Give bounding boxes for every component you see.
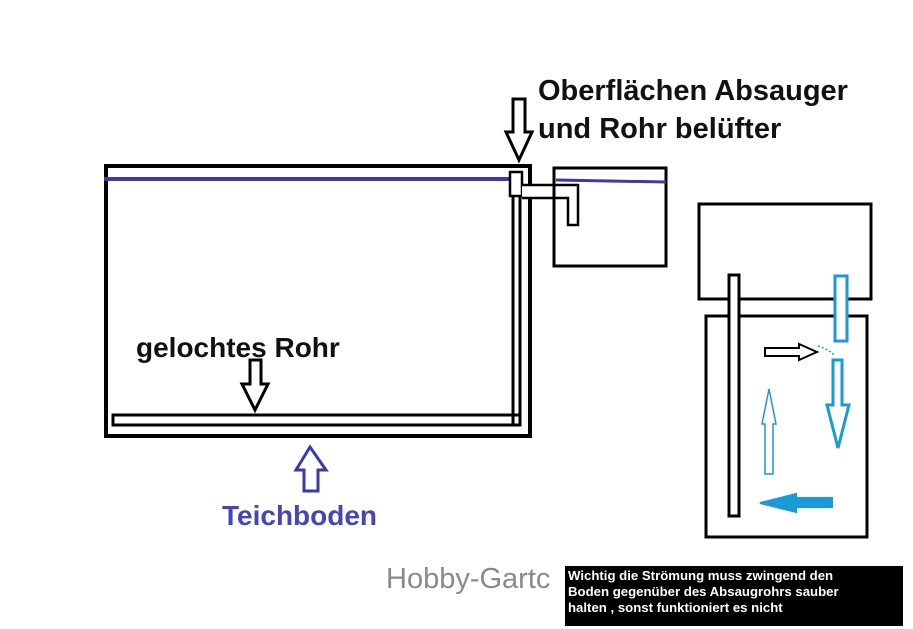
up-arrow-icon bbox=[293, 444, 329, 493]
note-box: Wichtig die Strömung muss zwingend den B… bbox=[565, 566, 903, 626]
down-arrow-icon bbox=[825, 358, 851, 449]
perforated-pipe bbox=[111, 413, 522, 427]
skimmer-title-line1: Oberflächen Absauger bbox=[538, 75, 848, 107]
watermark: Hobby-Gartc bbox=[386, 563, 551, 595]
riser-pipe bbox=[511, 172, 522, 425]
detail-upper-box bbox=[697, 202, 873, 301]
note-line-3: halten , sonst funktioniert es nicht bbox=[568, 600, 783, 615]
connection-pipe bbox=[522, 183, 580, 227]
down-arrow-icon bbox=[239, 358, 271, 414]
perforated-pipe-label: gelochtes Rohr bbox=[136, 332, 340, 363]
pond-basin bbox=[104, 164, 532, 438]
right-arrow-icon bbox=[764, 342, 820, 362]
skimmer-title-line2: und Rohr belüfter bbox=[538, 113, 782, 145]
filter-water-line bbox=[555, 178, 667, 184]
flow-inlet-tube bbox=[833, 274, 849, 343]
dashed-flow-hint bbox=[817, 345, 835, 356]
left-arrow-icon bbox=[759, 492, 833, 514]
up-arrow-icon bbox=[761, 388, 777, 475]
pond-floor-label: Teichboden bbox=[222, 500, 378, 531]
detail-lower-box bbox=[704, 314, 869, 539]
filter-box bbox=[552, 166, 668, 268]
note-line-1: Wichtig die Strömung muss zwingend den bbox=[568, 568, 834, 583]
note-line-2: Boden gegenüber des Absaugrohrs sauber bbox=[568, 584, 839, 599]
skimmer-head bbox=[508, 170, 524, 198]
down-arrow-icon bbox=[503, 97, 535, 164]
detail-suction-pipe bbox=[727, 273, 741, 518]
